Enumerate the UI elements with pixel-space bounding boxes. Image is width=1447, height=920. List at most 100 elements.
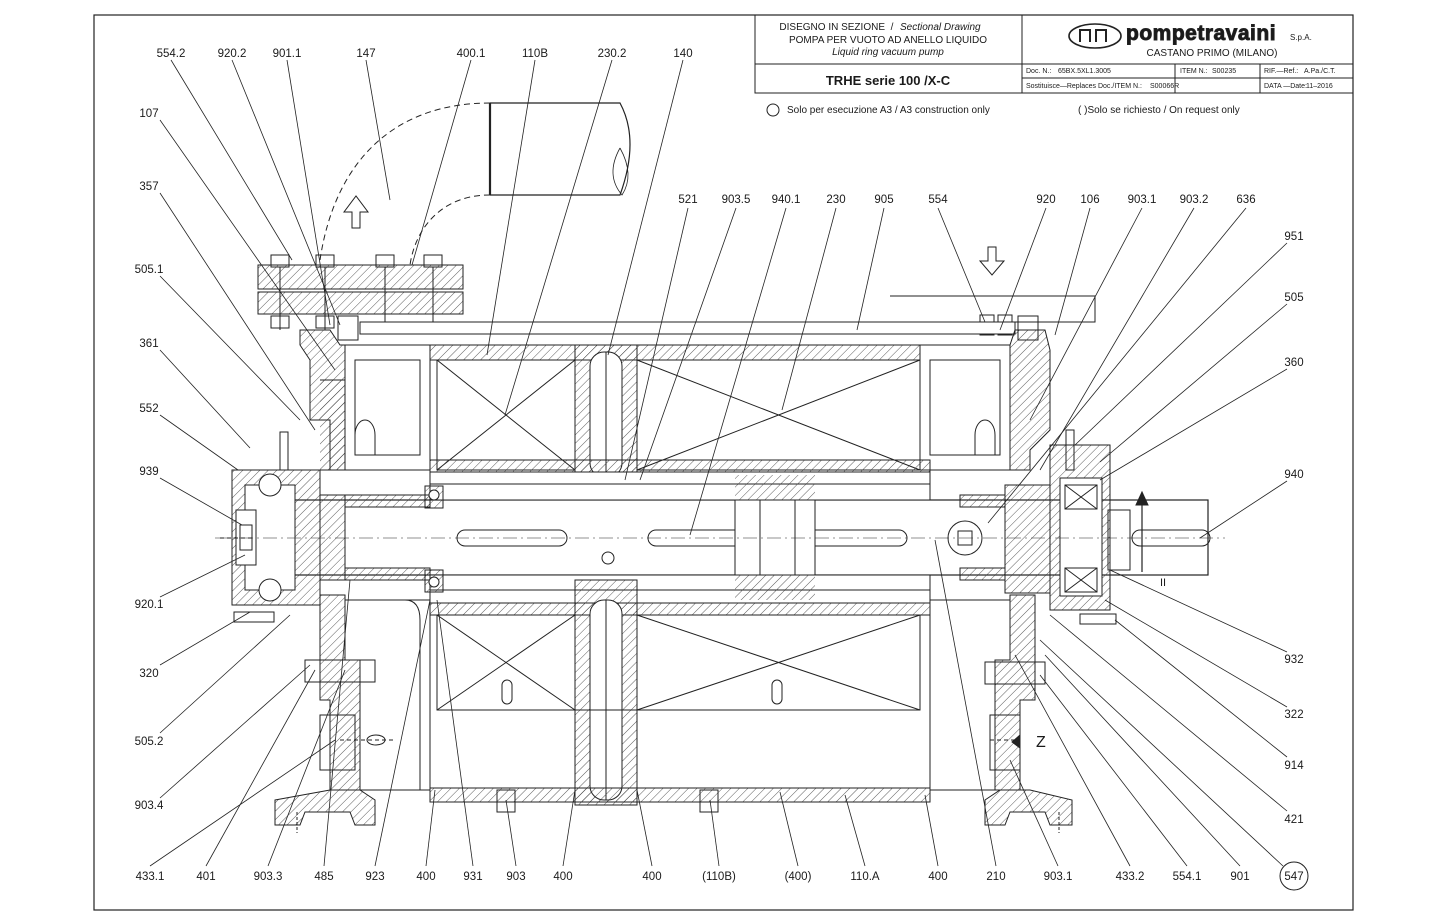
elbow-inner: [409, 194, 491, 266]
label-right: 360: [1284, 357, 1303, 369]
label-top: 400.1: [457, 48, 486, 60]
title-line1-it: DISEGNO IN SEZIONE: [779, 22, 885, 33]
flange-bolts: [270, 254, 443, 330]
replaces-label: Sostituisce—Replaces Doc./ITEM N.:: [1026, 83, 1142, 90]
title-slash: /: [891, 22, 894, 33]
label-top2: 920: [1036, 194, 1055, 206]
note-a3: Solo per esecuzione A3 / A3 construction…: [787, 105, 990, 116]
label-left: 107: [139, 108, 158, 120]
label-left: 552: [139, 403, 158, 415]
note-request: ( )Solo se richiesto / On request only: [1078, 105, 1240, 116]
label-right: 322: [1284, 709, 1303, 721]
left-bearing-ball-bottom: [258, 578, 282, 602]
elbow-outer: [319, 102, 491, 261]
label-bottom: 923: [365, 871, 384, 883]
label-bottom: 903.3: [254, 871, 283, 883]
title-line3: Liquid ring vacuum pump: [832, 47, 944, 58]
label-top: 110B: [522, 48, 548, 60]
leader-lines: [149, 59, 1288, 867]
label-bottom: 400: [642, 871, 661, 883]
label-right: 421: [1284, 814, 1303, 826]
date-label: DATA —Date:: [1264, 83, 1307, 90]
rif-value: A.Pa./C.T.: [1304, 68, 1336, 75]
drawing-frame: [93, 14, 1354, 911]
tie-rod: [359, 321, 1016, 335]
label-top: 140: [673, 48, 692, 60]
label-right: 505: [1284, 292, 1303, 304]
label-top: 230.2: [598, 48, 627, 60]
company-location: CASTANO PRIMO (MILANO): [1147, 48, 1278, 59]
label-top2: 636: [1236, 194, 1255, 206]
body-top-shell: [429, 344, 921, 361]
inlet-arrow: [343, 195, 369, 229]
label-bottom: (400): [785, 871, 812, 883]
label-bottom: 931: [463, 871, 482, 883]
label-top: 554.2: [157, 48, 186, 60]
label-top2: 903.5: [722, 194, 751, 206]
company-name: pompetravaini: [1126, 22, 1276, 45]
label-right: 940: [1284, 469, 1303, 481]
doc-value: 65BX.5XL1.3005: [1058, 68, 1111, 75]
label-bottom: (110B): [702, 871, 736, 883]
label-right-circled: 547: [1284, 871, 1303, 883]
label-top2: 106: [1080, 194, 1099, 206]
label-bottom: 485: [314, 871, 333, 883]
label-bottom: 400: [416, 871, 435, 883]
label-bottom: 401: [196, 871, 215, 883]
left-chamber-top: [344, 344, 431, 471]
label-bottom: 400: [553, 871, 572, 883]
title-line1-en: Sectional Drawing: [900, 22, 981, 33]
title-line2: POMPA PER VUOTO AD ANELLO LIQUIDO: [789, 35, 987, 46]
label-bottom: 433.2: [1116, 871, 1145, 883]
label-top: 901.1: [273, 48, 302, 60]
label-bottom: 210: [986, 871, 1005, 883]
label-left: 505.2: [135, 736, 164, 748]
label-right: 951: [1284, 231, 1303, 243]
discharge-flange: [890, 295, 1096, 323]
title-model: TRHE serie 100 /X-C: [826, 73, 951, 88]
part-labels: 554.2 920.2 901.1 147 400.1 110B 230.2 1…: [135, 48, 1309, 891]
item-label: ITEM N.:: [1180, 68, 1208, 75]
label-left: 357: [139, 181, 158, 193]
label-left: 505.1: [135, 264, 164, 276]
label-top2: 554: [928, 194, 948, 206]
label-bottom: 110.A: [850, 871, 880, 883]
a3-circle-symbol: [766, 103, 780, 117]
rif-label: RIF.—Ref.:: [1264, 68, 1298, 75]
replaces-value: S00066R: [1150, 83, 1179, 90]
outlet-arrow: [978, 246, 1006, 276]
label-bottom: 554.1: [1173, 871, 1202, 883]
label-right: 914: [1284, 760, 1304, 772]
body-bottom-shell: [429, 787, 931, 803]
label-left: 903.4: [135, 800, 164, 812]
label-bottom: 903: [506, 871, 525, 883]
date-value: 11–2016: [1306, 83, 1333, 90]
label-left: 320: [139, 668, 158, 680]
label-top2: 903.1: [1128, 194, 1157, 206]
right-chamber-top: [919, 344, 1011, 471]
right-foot: [984, 789, 1073, 826]
label-top: 920.2: [218, 48, 247, 60]
view-mark-z: Z: [1036, 734, 1046, 751]
label-top2: 940.1: [772, 194, 801, 206]
item-value: S00235: [1212, 68, 1236, 75]
left-foot: [274, 789, 376, 826]
company-logo: pompetravaini S.p.A.: [1068, 22, 1312, 49]
title-block: DISEGNO IN SEZIONE Sectional Drawing / P…: [754, 14, 1354, 94]
label-bottom: 433.1: [136, 871, 165, 883]
pump-section: [215, 102, 1225, 833]
label-top2: 230: [826, 194, 845, 206]
right-casing: [1009, 329, 1051, 471]
label-top2: 903.2: [1180, 194, 1209, 206]
company-suffix: S.p.A.: [1290, 33, 1312, 42]
left-bearing-ball-top: [258, 473, 282, 497]
label-bottom: 903.1: [1044, 871, 1073, 883]
label-left: 939: [139, 466, 158, 478]
view-mark-roman: II: [1160, 577, 1166, 589]
right-lower-casing: [994, 594, 1036, 791]
label-right: 932: [1284, 654, 1303, 666]
inlet-elbow: [490, 102, 631, 196]
label-top2: 521: [678, 194, 697, 206]
label-547-circle: [1279, 861, 1309, 891]
